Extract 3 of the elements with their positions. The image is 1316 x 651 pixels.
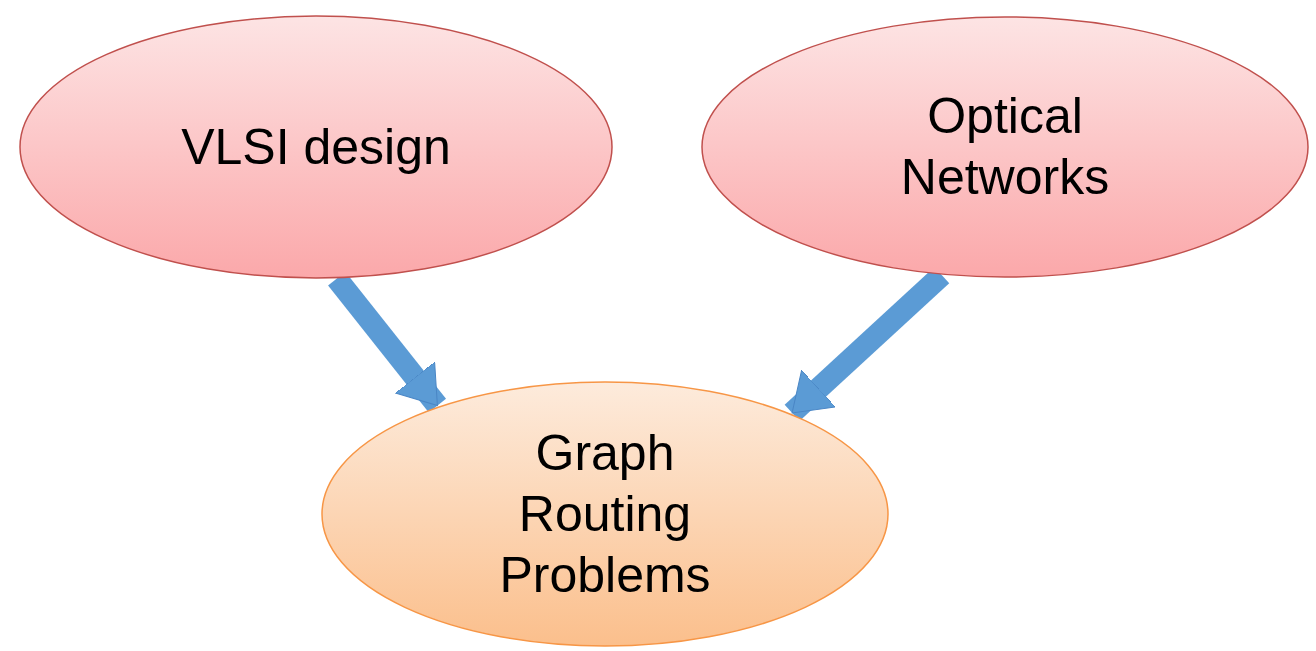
node-label: Graph Routing Problems [498, 423, 712, 605]
node-label: VLSI design [180, 117, 452, 177]
node-label: Optical Networks [899, 87, 1111, 207]
